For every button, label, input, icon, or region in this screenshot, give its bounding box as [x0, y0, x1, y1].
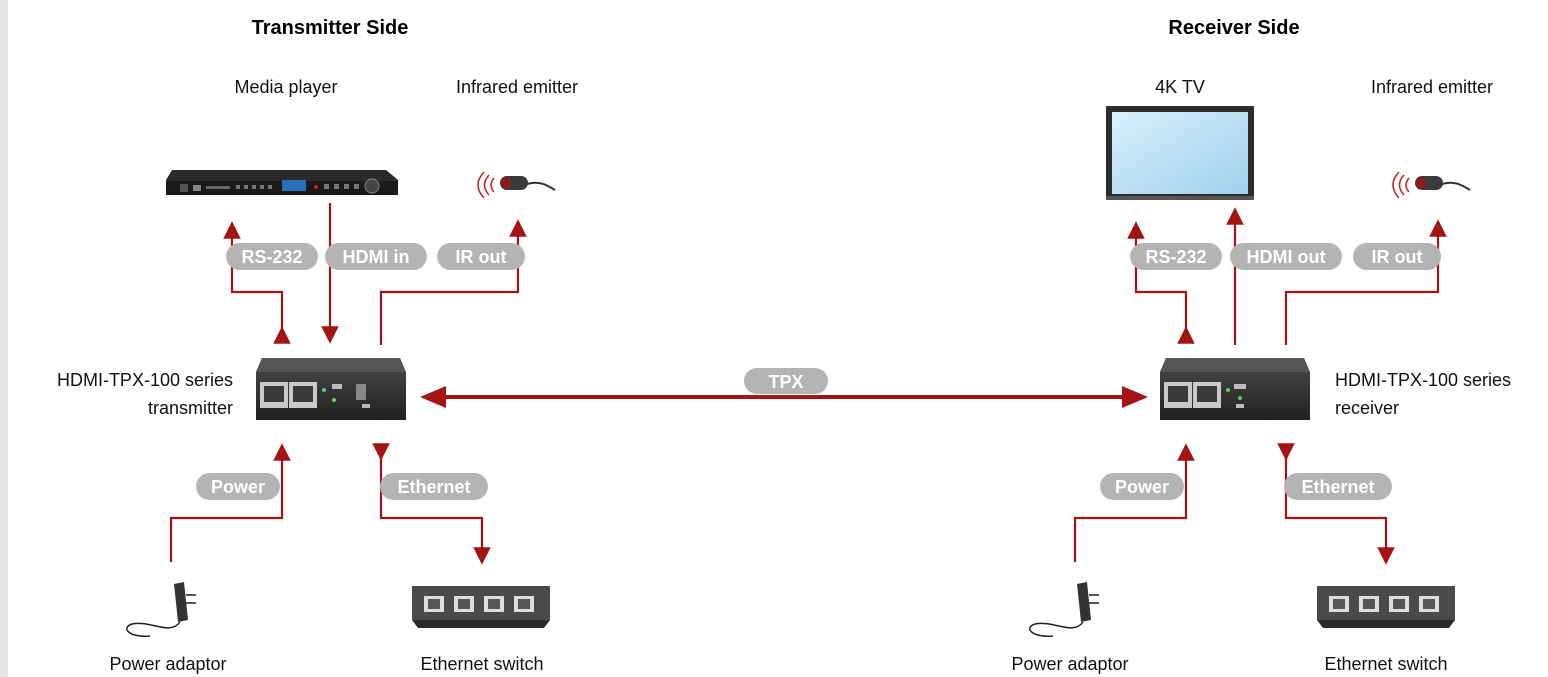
- tx-device-label-line1: HDMI-TPX-100 series: [57, 370, 233, 390]
- tx-infrared-emitter-icon: [477, 171, 556, 199]
- rx-device-label-line1: HDMI-TPX-100 series: [1335, 370, 1511, 390]
- svg-text:Ethernet: Ethernet: [1301, 477, 1374, 497]
- tx-ir-out-tag: IR out: [437, 243, 525, 270]
- rx-power-wire: [1073, 443, 1195, 562]
- tx-ethernet-switch-label: Ethernet switch: [420, 654, 543, 674]
- media-player-label: Media player: [234, 77, 337, 97]
- tx-power-adaptor-label: Power adaptor: [109, 654, 226, 674]
- tx-device-label-line2: transmitter: [148, 398, 233, 418]
- svg-text:HDMI out: HDMI out: [1247, 247, 1326, 267]
- tx-extender-device-icon: [256, 358, 406, 420]
- tx-ethernet-wire: [372, 443, 491, 565]
- tv-icon: [1106, 106, 1254, 200]
- rx-ir-emitter-label: Infrared emitter: [1371, 77, 1493, 97]
- tx-power-adaptor-icon: [126, 582, 196, 637]
- svg-text:IR out: IR out: [456, 247, 507, 267]
- tx-power-tag: Power: [196, 473, 280, 500]
- rx-hdmi-out-tag: HDMI out: [1230, 243, 1342, 270]
- rx-extender-device-icon: [1160, 358, 1310, 420]
- svg-text:Power: Power: [1115, 477, 1169, 497]
- tx-ethernet-switch-icon: [412, 586, 550, 628]
- svg-text:RS-232: RS-232: [241, 247, 302, 267]
- svg-text:Power: Power: [211, 477, 265, 497]
- rx-ethernet-tag: Ethernet: [1284, 473, 1392, 500]
- page-margin-bar: [0, 0, 8, 677]
- rx-power-adaptor-icon: [1029, 582, 1099, 637]
- rx-rs232-tag: RS-232: [1130, 243, 1222, 270]
- tpx-tag: TPX: [768, 372, 803, 392]
- rx-ethernet-wire: [1277, 443, 1395, 565]
- svg-text:RS-232: RS-232: [1145, 247, 1206, 267]
- rx-ethernet-switch-icon: [1317, 586, 1455, 628]
- rx-infrared-emitter-icon: [1392, 171, 1471, 199]
- tx-ethernet-tag: Ethernet: [380, 473, 488, 500]
- tx-hdmi-in-tag: HDMI in: [325, 243, 427, 270]
- svg-text:Ethernet: Ethernet: [397, 477, 470, 497]
- svg-text:IR out: IR out: [1372, 247, 1423, 267]
- tx-power-wire: [169, 443, 291, 562]
- tx-ir-emitter-label: Infrared emitter: [456, 77, 578, 97]
- receiver-side-title: Receiver Side: [1168, 17, 1299, 39]
- rx-power-tag: Power: [1100, 473, 1184, 500]
- svg-text:HDMI in: HDMI in: [343, 247, 410, 267]
- rx-ir-out-tag: IR out: [1353, 243, 1441, 270]
- tpx-link: TPX: [420, 368, 1148, 408]
- transmitter-side-title: Transmitter Side: [252, 17, 409, 39]
- rx-ethernet-switch-label: Ethernet switch: [1324, 654, 1447, 674]
- rx-power-adaptor-label: Power adaptor: [1011, 654, 1128, 674]
- rx-device-label-line2: receiver: [1335, 398, 1399, 418]
- tx-rs232-tag: RS-232: [226, 243, 318, 270]
- tv-label: 4K TV: [1155, 77, 1205, 97]
- media-player-icon: [166, 170, 398, 195]
